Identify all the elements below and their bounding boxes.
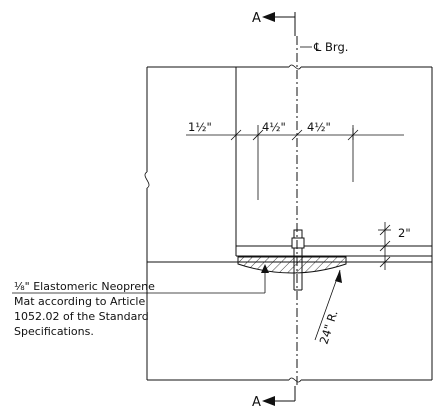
beam-outline <box>144 64 433 383</box>
dim-right-half: 4½" <box>307 120 331 134</box>
section-mark-bottom: A <box>252 386 296 410</box>
note-line-3: 1052.02 of the Standard <box>14 310 149 323</box>
note-line-4: Specifications. <box>14 325 94 338</box>
neoprene-note: ⅛" Elastomeric Neoprene Mat according to… <box>14 280 155 338</box>
section-mark-top: A <box>252 11 296 36</box>
note-leader <box>12 264 269 294</box>
section-letter-bottom: A <box>252 395 261 410</box>
dim-radius: 24" R. <box>317 308 341 345</box>
centerline-label: ℄ Brg. <box>300 40 348 54</box>
note-line-1: ⅛" Elastomeric Neoprene <box>14 280 155 293</box>
bearing-plate <box>237 256 347 274</box>
section-letter-top: A <box>252 11 261 26</box>
note-line-2: Mat according to Article <box>14 295 145 308</box>
horizontal-dimensions: 1½" 4½" 4½" <box>186 120 404 200</box>
dim-left-half: 4½" <box>262 120 286 134</box>
dim-left-offset: 1½" <box>188 120 212 134</box>
centerline-text: ℄ Brg. <box>313 40 348 54</box>
anchor-bolt <box>291 229 305 291</box>
radius-leader: 24" R. <box>314 269 342 346</box>
dim-clearance: 2" <box>398 226 411 240</box>
clearance-dimension: 2" <box>378 222 411 270</box>
